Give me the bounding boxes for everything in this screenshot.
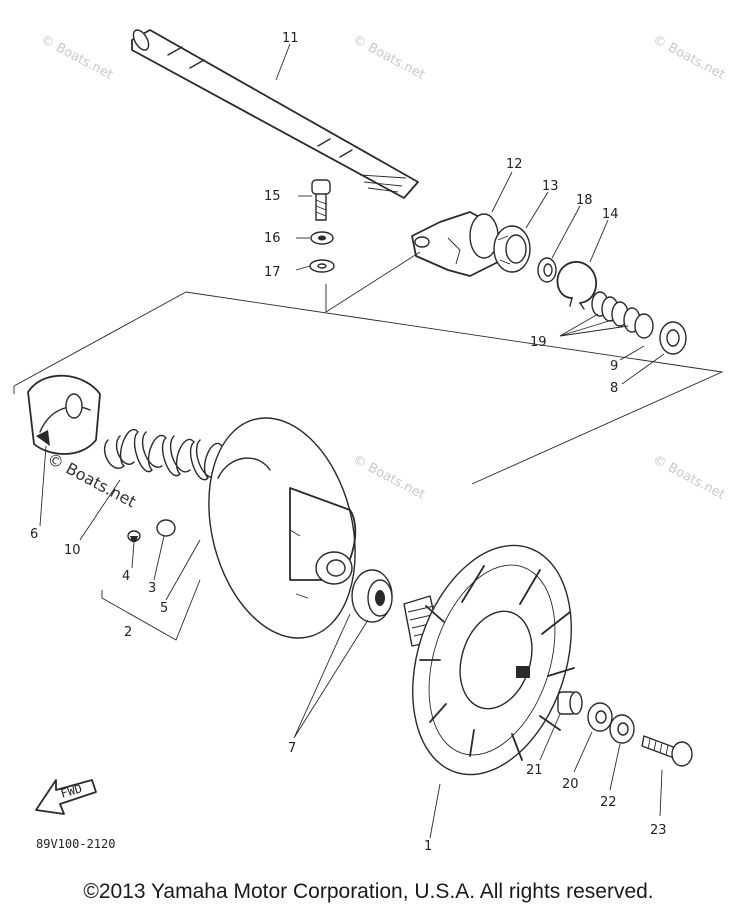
part-labels: 11 15 16 17 12 13 18 14 19 9 8 6 10 4 3 … (30, 31, 667, 854)
label-part-19: 19 (530, 335, 547, 350)
bearing-part-13 (493, 225, 531, 273)
label-part-3: 3 (148, 581, 156, 596)
end-cap-part-6 (27, 374, 101, 455)
label-part-18: 18 (576, 193, 593, 208)
label-part-17: 17 (264, 265, 281, 280)
label-part-20: 20 (562, 777, 579, 792)
fwd-label: FWD (59, 781, 84, 800)
label-part-23: 23 (650, 823, 667, 838)
sheave-part-5 (208, 417, 357, 639)
label-part-22: 22 (600, 795, 617, 810)
spring-part-10 (103, 428, 223, 481)
washer-part-17 (309, 259, 335, 273)
watermark: © Boats.net (350, 452, 427, 502)
label-part-5: 5 (160, 601, 168, 616)
label-part-7: 7 (288, 741, 296, 756)
watermark-dark: © Boats.net (44, 449, 139, 512)
label-part-8: 8 (610, 381, 618, 396)
shims-part-19 (591, 291, 654, 339)
label-part-11: 11 (282, 31, 299, 46)
bolt-part-15 (311, 179, 331, 221)
assembly-outline (13, 251, 724, 485)
label-part-15: 15 (264, 189, 281, 204)
label-part-10: 10 (64, 543, 81, 558)
washer-part-22 (609, 714, 635, 744)
label-part-1: 1 (424, 839, 432, 854)
bearing-housing-part-12 (411, 211, 499, 277)
label-part-21: 21 (526, 763, 543, 778)
ring-part-18 (537, 257, 557, 283)
roller-part-3 (156, 519, 176, 537)
label-part-9: 9 (610, 359, 618, 374)
washer-part-16 (310, 231, 334, 245)
label-part-12: 12 (506, 157, 523, 172)
washer-part-8 (659, 321, 687, 355)
label-part-13: 13 (542, 179, 559, 194)
copyright-notice: ©2013 Yamaha Motor Corporation, U.S.A. A… (83, 880, 654, 903)
label-part-14: 14 (602, 207, 619, 222)
watermark: © Boats.net (350, 32, 427, 82)
label-part-6: 6 (30, 527, 38, 542)
watermarks: © Boats.net © Boats.net © Boats.net © Bo… (38, 32, 727, 511)
collar-part-21 (557, 691, 583, 715)
fwd-arrow-icon: FWD (35, 779, 97, 815)
label-part-4: 4 (122, 569, 130, 584)
label-part-16: 16 (264, 231, 281, 246)
circlip-part-14 (556, 261, 597, 310)
screw-part-4 (127, 530, 141, 542)
washer-part-20 (587, 702, 613, 732)
shaft-part-11 (131, 29, 419, 199)
fixed-sheave-part-1 (412, 544, 575, 776)
watermark: © Boats.net (650, 32, 727, 82)
watermark: © Boats.net (650, 452, 727, 502)
label-part-2: 2 (124, 625, 132, 640)
bushing-part-7 (351, 569, 393, 623)
bolt-part-23 (641, 735, 693, 767)
drawing-code: 89V100-2120 (36, 837, 115, 851)
watermark: © Boats.net (38, 32, 115, 82)
leader-lines (39, 43, 665, 839)
